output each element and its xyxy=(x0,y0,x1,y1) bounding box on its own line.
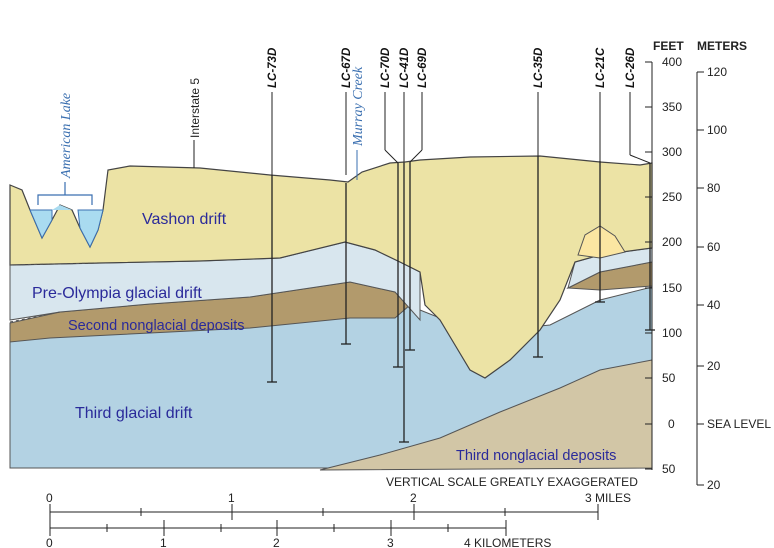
km-scale-bar xyxy=(49,520,507,536)
meters-tick-100: 100 xyxy=(707,123,727,137)
feet-axis-title: FEET xyxy=(653,39,684,53)
km-tick-2: 2 xyxy=(273,536,280,548)
km-tick-3: 3 xyxy=(387,536,394,548)
well-label-lc-35d: LC-35D xyxy=(533,48,545,88)
feet-tick-300: 300 xyxy=(662,145,682,159)
feet-tick-50: 50 xyxy=(662,371,676,385)
american-lake-water-mid xyxy=(52,205,72,210)
well-label-lc-69d: LC-69D xyxy=(417,48,429,88)
american-lake-water xyxy=(29,209,104,249)
meters-ticks xyxy=(697,71,704,486)
well-lines xyxy=(271,156,651,442)
well-label-lc-67d: LC-67D xyxy=(341,48,353,88)
vertical-exaggeration-note: VERTICAL SCALE GREATLY EXAGGERATED xyxy=(386,475,638,489)
pre-olympia-label: Pre-Olympia glacial drift xyxy=(32,285,202,302)
meters-tick-20: 20 xyxy=(707,359,721,373)
feet-tick-200: 200 xyxy=(662,235,682,249)
feet-tick-0: 0 xyxy=(668,417,675,431)
feet-tick-400: 400 xyxy=(662,55,682,69)
well-caps xyxy=(267,301,655,443)
miles-tick-2: 2 xyxy=(410,491,417,505)
miles-tick-3: 3 MILES xyxy=(585,491,631,505)
american-lake-label: American Lake xyxy=(59,93,74,179)
meters-tick-60: 60 xyxy=(707,240,721,254)
miles-tick-1: 1 xyxy=(228,491,235,505)
feet-tick-100: 100 xyxy=(662,326,682,340)
second-nonglacial-label: Second nonglacial deposits xyxy=(68,318,245,334)
well-label-lc-41d: LC-41D xyxy=(399,48,411,88)
well-leaders xyxy=(271,92,651,175)
meters-tick-80: 80 xyxy=(707,181,721,195)
well-label-lc-21c: LC-21C xyxy=(595,47,607,88)
meters-tick-minus-20: 20 xyxy=(707,478,721,492)
meters-tick-40: 40 xyxy=(707,298,721,312)
meters-axis-title: METERS xyxy=(697,39,747,53)
vashon-drift-label: Vashon drift xyxy=(142,211,227,228)
feet-tick-150: 150 xyxy=(662,281,682,295)
murray-creek-label: Murray Creek xyxy=(351,66,366,147)
third-glacial-drift-label: Third glacial drift xyxy=(75,405,193,422)
miles-scale-bar xyxy=(49,504,599,520)
meters-tick-sea-level: SEA LEVEL xyxy=(707,417,771,431)
km-tick-1: 1 xyxy=(160,536,167,548)
feet-tick-minus-50: 50 xyxy=(662,462,676,476)
km-tick-0: 0 xyxy=(46,536,53,548)
inferred-contact-lower xyxy=(9,311,61,323)
feet-tick-350: 350 xyxy=(662,100,682,114)
well-label-lc-70d: LC-70D xyxy=(380,48,392,88)
feet-ticks xyxy=(645,61,652,470)
meters-tick-120: 120 xyxy=(707,65,727,79)
interstate-5-label: Interstate 5 xyxy=(188,78,202,138)
well-label-lc-26d: LC-26D xyxy=(625,48,637,88)
third-nonglacial-label: Third nonglacial deposits xyxy=(456,448,616,464)
american-lake-bracket xyxy=(37,182,93,205)
miles-tick-0: 0 xyxy=(46,491,53,505)
well-label-lc-73d: LC-73D xyxy=(267,48,279,88)
km-tick-4: 4 KILOMETERS xyxy=(464,536,551,548)
feet-tick-250: 250 xyxy=(662,190,682,204)
